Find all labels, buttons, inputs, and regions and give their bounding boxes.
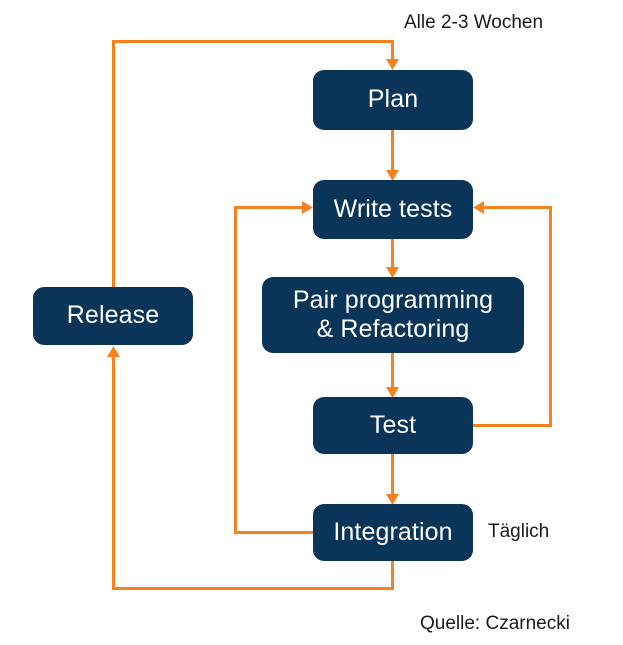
caption-source-attribution: Quelle: Czarnecki	[420, 613, 570, 634]
node-test[interactable]: Test	[313, 397, 473, 454]
edge-integration-to-write-tests-loop	[234, 201, 313, 534]
edge-pair-to-test	[386, 353, 399, 398]
edge-release-to-plan	[112, 40, 399, 287]
edge-test-to-write-tests-loop	[473, 201, 552, 427]
node-pair-programming-refactoring[interactable]: Pair programming & Refactoring	[262, 277, 524, 353]
edge-write-tests-to-pair	[386, 239, 399, 278]
node-release[interactable]: Release	[33, 287, 193, 345]
edge-integration-to-release	[107, 346, 394, 590]
node-integration[interactable]: Integration	[313, 504, 473, 561]
node-write-tests[interactable]: Write tests	[313, 180, 473, 239]
caption-cycle-frequency: Alle 2-3 Wochen	[404, 12, 544, 33]
edge-test-to-integration	[386, 454, 399, 505]
node-plan[interactable]: Plan	[313, 70, 473, 130]
edge-plan-to-write-tests	[386, 130, 399, 181]
caption-daily-frequency: Täglich	[488, 521, 550, 542]
